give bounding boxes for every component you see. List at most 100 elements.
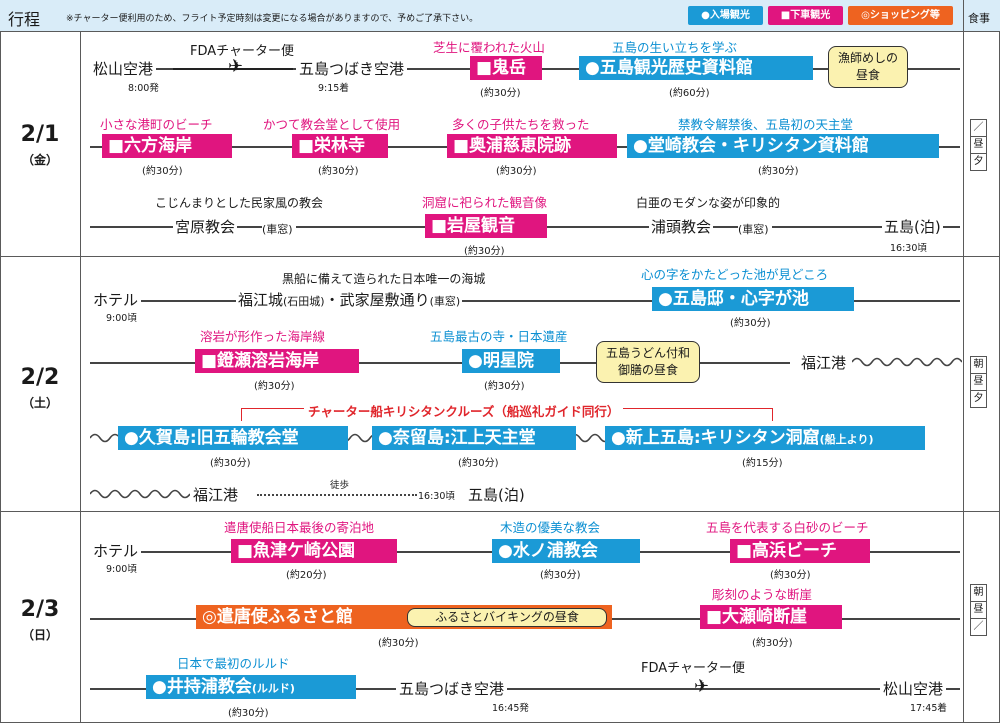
duration: (約30分): [142, 166, 183, 177]
port-fukue: 福江港: [193, 486, 239, 504]
spot-caption: 多くの子供たちを救った: [452, 117, 590, 132]
date-label: 2/1: [20, 122, 60, 147]
header-bar: 行程 ※チャーター便利用のため、フライト予定時刻は変更になる場合がありますので、…: [0, 0, 1000, 32]
spot-caption: 白亜のモダンな姿が印象的: [636, 196, 781, 210]
day3-date: 2/3 （日）: [0, 597, 80, 643]
duration: (約30分): [464, 246, 505, 257]
spot-name: ●井持浦教会: [152, 677, 252, 697]
duration: (約30分): [758, 166, 799, 177]
overnight-destination: 五島(泊): [468, 486, 525, 504]
start-hotel: ホテル: [90, 289, 142, 310]
window-view-note: (車窓): [429, 295, 461, 308]
arrival-time: 16:30頃: [890, 243, 927, 254]
flight-label: FDAチャーター便: [641, 661, 746, 676]
spot-uotsugasaki-park[interactable]: ■魚津ケ崎公園: [231, 539, 397, 563]
day3-meals: 朝 昼 ／: [970, 584, 987, 636]
spot-onidake[interactable]: ■鬼岳: [470, 56, 542, 80]
legend-stopover: ■下車観光: [768, 6, 843, 25]
arrival-airport: 松山空港: [880, 678, 947, 699]
lunch-mark: 昼: [971, 602, 986, 619]
duration: (約30分): [770, 570, 811, 581]
flight-arrow: [173, 68, 293, 70]
departure-airport: 五島つばき空港: [396, 678, 508, 699]
duration: (約30分): [540, 570, 581, 581]
spot-goto-history-museum[interactable]: ●五島観光歴史資料館: [579, 56, 813, 80]
date-label: 2/2: [20, 365, 60, 390]
spot-okuura-jikein[interactable]: ■奥浦慈恵院跡: [447, 134, 617, 158]
legend-admission: ●入場観光: [688, 6, 763, 25]
arrival-time: 17:45着: [910, 703, 947, 714]
weekday-label: （日）: [21, 628, 58, 642]
spot-caption: 五島最古の寺・日本遺産: [430, 329, 568, 344]
spot-roppo-beach[interactable]: ■六方海岸: [102, 134, 232, 158]
spot-caption: 心の字をかたどった池が見どころ: [641, 267, 829, 282]
arrival-time: 9:15着: [318, 83, 349, 94]
lunch-mark: 昼: [971, 374, 986, 391]
day1-date: 2/1 （金）: [0, 122, 80, 168]
spot-caption: 木造の優美な教会: [500, 520, 601, 535]
spot-kyuka-gorin-church[interactable]: ●久賀島:旧五輪教会堂: [118, 426, 348, 450]
duration: (約30分): [210, 458, 251, 469]
walk-label: 徒歩: [330, 480, 350, 491]
cruise-title: チャーター船キリシタンクルーズ（船巡礼ガイド同行）: [304, 401, 624, 420]
samurai-street: ・武家屋敷通り: [324, 291, 430, 309]
lourdes-note: (ルルド): [251, 682, 295, 695]
spot-caption: 五島の生い立ちを学ぶ: [612, 40, 738, 55]
route-line: [90, 300, 960, 302]
arrival-airport: 五島つばき空港: [296, 58, 408, 79]
legend-shopping: ◎ショッピング等: [848, 6, 953, 25]
spot-urigashira-church: 浦頭教会: [649, 216, 714, 237]
spot-naru-egami-church[interactable]: ●奈留島:江上天主堂: [372, 426, 576, 450]
arrival-time: 16:30頃: [418, 491, 455, 502]
spot-caption: 溶岩が形作った海岸線: [200, 329, 326, 344]
spot-caption: 芝生に覆われた火山: [433, 40, 545, 55]
spot-abuse-lava-coast[interactable]: ■鐙瀬溶岩海岸: [195, 349, 359, 373]
spot-caption: 黒船に備えて造られた日本唯一の海城: [282, 272, 486, 286]
dinner-mark: 夕: [973, 156, 984, 167]
meal-column-header: 食事: [968, 12, 990, 25]
weekday-label: （金）: [21, 153, 58, 167]
spot-caption: こじんまりとした民家風の教会: [155, 196, 324, 210]
spot-goto-tei[interactable]: ●五島邸・心字が池: [652, 287, 854, 311]
route-line: [90, 362, 790, 364]
breakfast-mark: 朝: [971, 357, 986, 374]
spot-mizunoura-church[interactable]: ●水ノ浦教会: [492, 539, 640, 563]
breakfast-mark: ／: [971, 120, 986, 137]
spot-iwaya-kannon[interactable]: ■岩屋観音: [425, 214, 547, 238]
spot-takahama-beach[interactable]: ■高浜ビーチ: [730, 539, 870, 563]
flight-notice: ※チャーター便利用のため、フライト予定時刻は変更になる場合がありますので、予めご…: [66, 14, 479, 24]
day2-meals: 朝 昼 夕: [970, 356, 987, 408]
origin-airport: 松山空港: [90, 58, 157, 79]
spot-kirishitan-cave[interactable]: ●新上五島:キリシタン洞窟(船上より): [605, 426, 925, 450]
spot-caption: 遣唐使船日本最後の寄泊地: [224, 520, 375, 535]
port-fukue: 福江港: [798, 352, 850, 373]
duration: (約30分): [730, 318, 771, 329]
spot-myojoin[interactable]: ●明星院: [462, 349, 560, 373]
date-label: 2/3: [20, 597, 60, 622]
duration: (約30分): [496, 166, 537, 177]
duration: (約30分): [752, 638, 793, 649]
flight-label: FDAチャーター便: [190, 44, 295, 59]
spot-dozaki-church[interactable]: ●堂崎教会・キリシタン資料館: [627, 134, 939, 158]
duration: (約30分): [378, 638, 419, 649]
departure-time: 9:00頃: [106, 313, 137, 324]
duration: (約30分): [228, 708, 269, 719]
window-view-note: (車窓): [738, 221, 772, 237]
duration: (約30分): [484, 381, 525, 392]
duration: (約30分): [318, 166, 359, 177]
duration: (約15分): [742, 458, 783, 469]
day1-meals: ／ 昼 夕: [970, 119, 987, 171]
departure-time: 8:00発: [128, 83, 159, 94]
spot-imochiura-church[interactable]: ●井持浦教会(ルルド): [146, 675, 356, 699]
departure-time: 9:00頃: [106, 564, 137, 575]
lunch-badge: ふるさとバイキングの昼食: [407, 608, 607, 627]
day-divider: [0, 511, 1000, 512]
spot-osezaki-cliff[interactable]: ■大瀬崎断崖: [700, 605, 842, 629]
spot-eirinji[interactable]: ■栄林寺: [292, 134, 388, 158]
spot-miyahara-church: 宮原教会: [173, 216, 238, 237]
spot-caption: 禁教令解禁後、五島初の天主堂: [678, 117, 854, 132]
duration: (約30分): [254, 381, 295, 392]
castle-name: 福江城: [238, 291, 284, 309]
page-title: 行程: [8, 10, 41, 29]
departure-time: 16:45発: [492, 703, 529, 714]
